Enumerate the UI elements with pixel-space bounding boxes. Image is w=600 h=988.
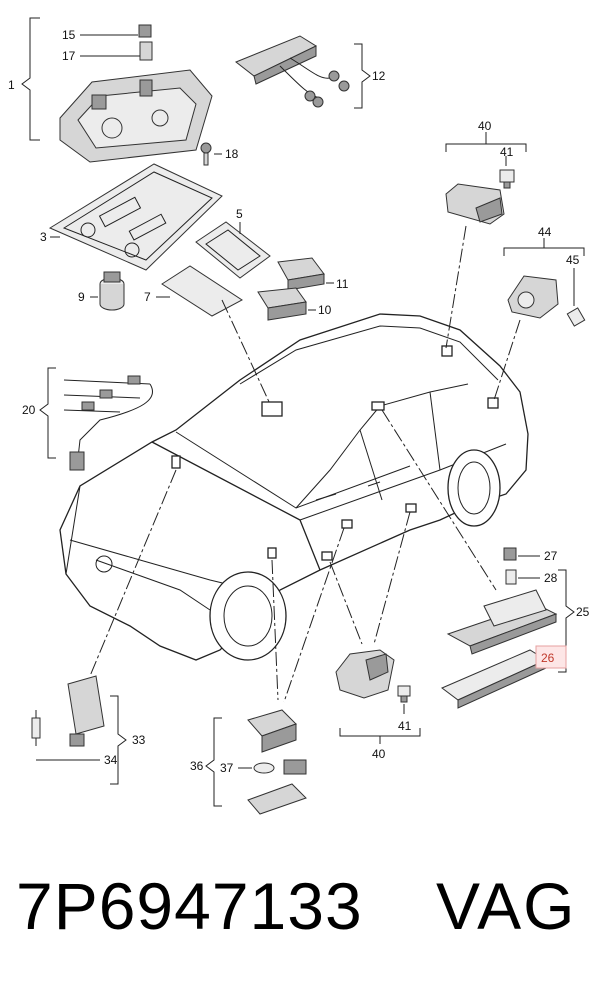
parts-diagram: 1 15 17 18 12 3 5 <box>8 17 590 815</box>
trim-panel-3-part <box>48 163 223 271</box>
callout-37: 37 <box>220 761 234 775</box>
foil-7-part <box>161 265 243 317</box>
bulb-28-part <box>505 569 517 585</box>
callout-11: 11 <box>336 277 349 291</box>
callout-9: 9 <box>78 290 85 304</box>
callout-25: 25 <box>576 605 590 619</box>
callout-41-upper: 41 <box>500 145 514 159</box>
callout-7: 7 <box>144 290 151 304</box>
wiring-module-12-part <box>235 35 350 108</box>
callout-26: 26 <box>541 651 555 665</box>
callout-36: 36 <box>190 759 204 773</box>
bulb-27-part <box>503 547 517 561</box>
entry-light-40-upper-part <box>445 183 505 225</box>
car-outline <box>59 313 529 661</box>
callout-3: 3 <box>40 230 47 244</box>
lens-26-part <box>441 649 548 709</box>
module-33-part <box>67 675 105 747</box>
callout-10: 10 <box>318 303 332 317</box>
callout-40-lower: 40 <box>372 747 386 761</box>
callout-27: 27 <box>544 549 558 563</box>
callout-18: 18 <box>225 147 239 161</box>
callout-5: 5 <box>236 207 243 221</box>
callout-40-upper: 40 <box>478 119 492 133</box>
part-number: 7P6947133 <box>16 869 363 943</box>
bulb-37-part <box>253 762 275 774</box>
callout-45: 45 <box>566 253 580 267</box>
callout-20: 20 <box>22 403 36 417</box>
bulb-34-part <box>31 710 41 746</box>
roof-console-part <box>59 24 213 163</box>
bulb-41-lower-part <box>397 685 411 703</box>
lens-5-part <box>195 221 271 279</box>
brand-label: VAG <box>436 869 577 943</box>
entry-light-40-lower-part <box>335 649 395 699</box>
bulb-45-part <box>566 307 586 327</box>
switch-10-part <box>257 287 307 321</box>
lamp-25-part <box>446 589 558 655</box>
callout-44: 44 <box>538 225 552 239</box>
callout-28: 28 <box>544 571 558 585</box>
lamp-44-part <box>507 275 559 319</box>
callout-26-highlight-box <box>535 645 567 669</box>
callout-17: 17 <box>62 49 76 63</box>
callout-34: 34 <box>104 753 118 767</box>
caption-bar: 7P6947133 VAG <box>0 868 600 978</box>
callout-33: 33 <box>132 733 146 747</box>
lamp-housing-36-part <box>247 709 307 815</box>
callout-15: 15 <box>62 28 76 42</box>
switch-11-part <box>277 257 325 291</box>
callout-41-lower: 41 <box>398 719 412 733</box>
screw-18-part <box>200 142 212 166</box>
callout-12: 12 <box>372 69 386 83</box>
callout-1: 1 <box>8 78 15 92</box>
bulb-holder-9-part <box>99 271 125 311</box>
wiring-harness-20-part <box>63 375 153 471</box>
bulb-41-upper-part <box>499 169 515 189</box>
